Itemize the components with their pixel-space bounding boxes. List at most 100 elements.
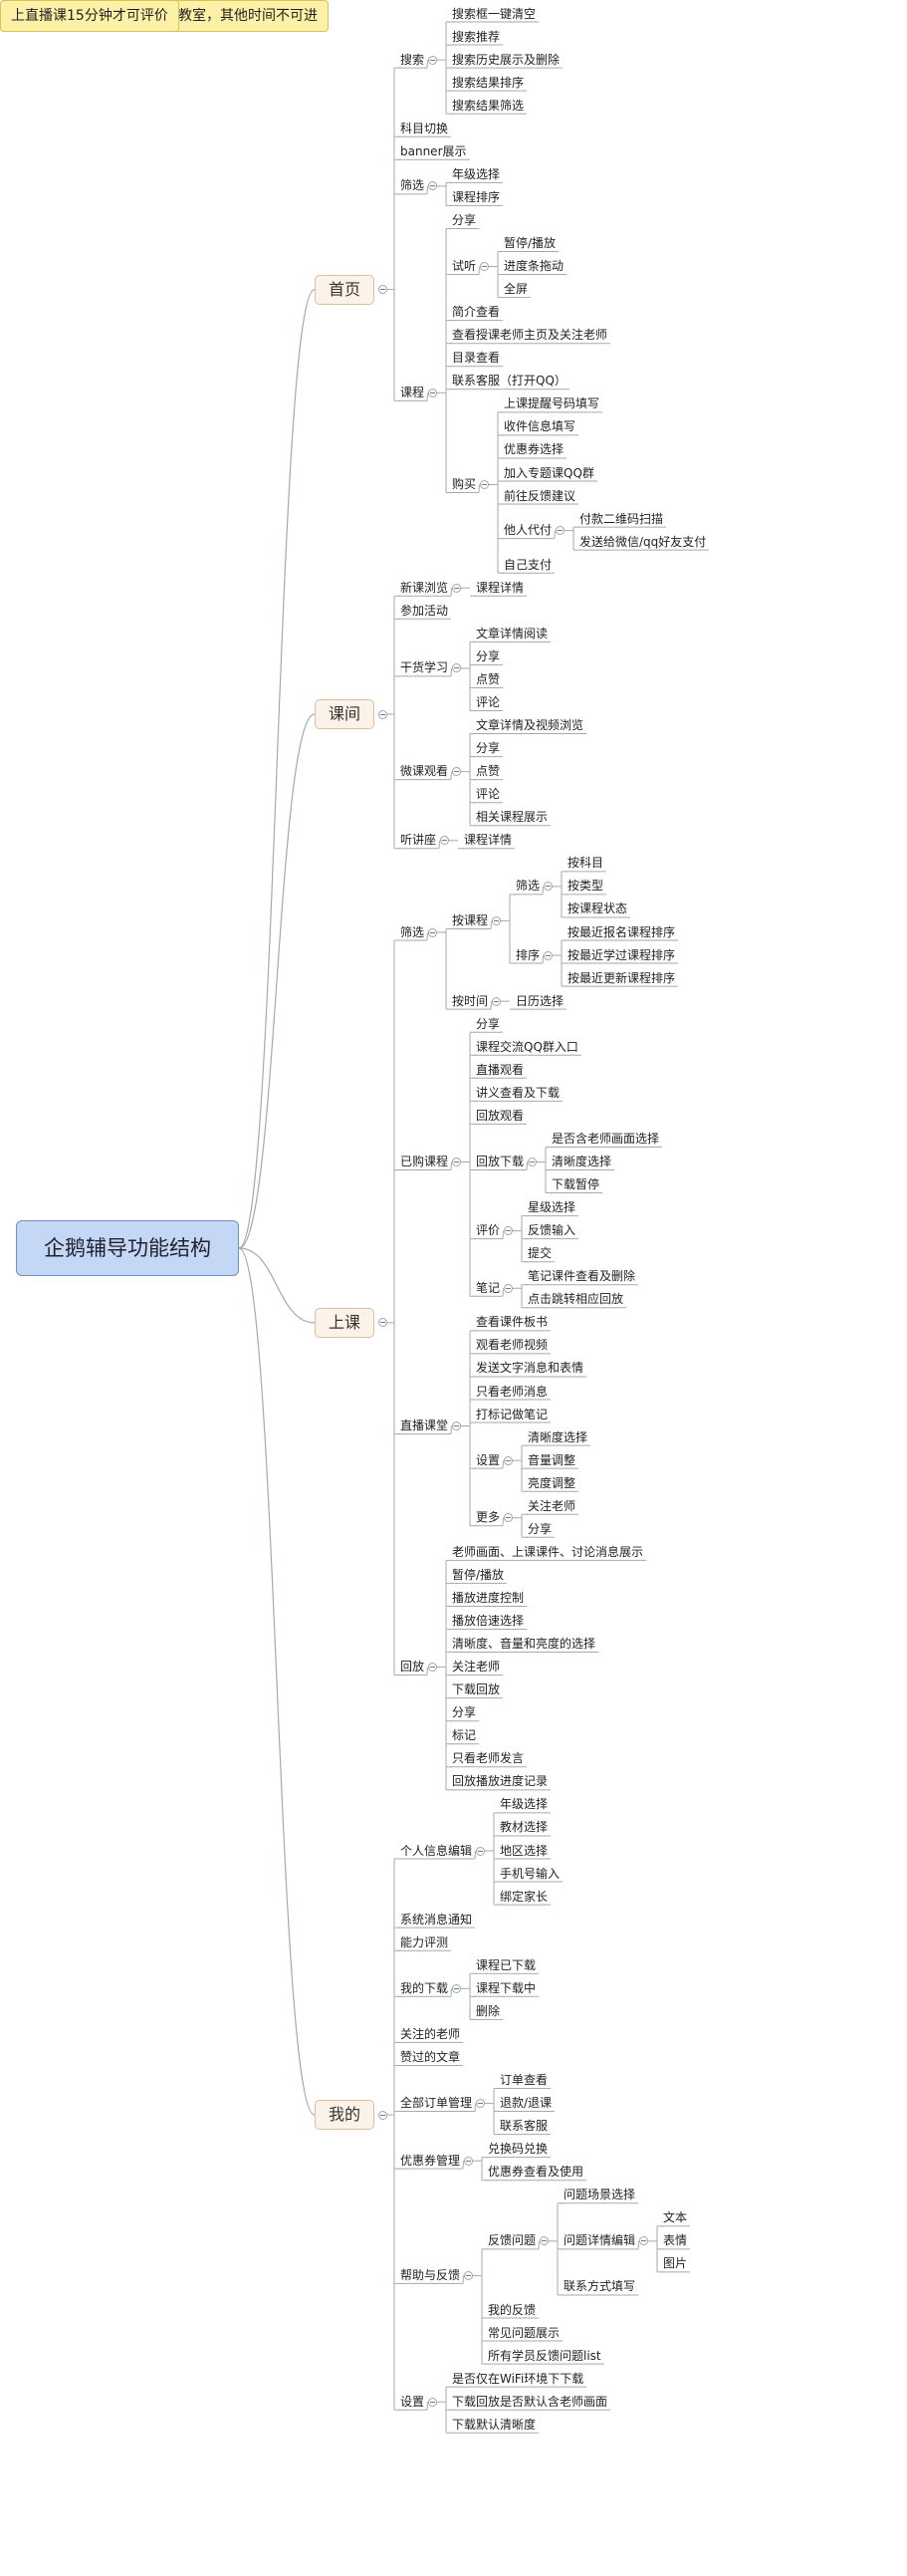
leaf-topic[interactable]: 订单查看 — [500, 2073, 549, 2087]
leaf-topic[interactable]: 兑换码兑换 — [488, 2142, 549, 2157]
leaf-topic[interactable]: 按课程 — [452, 912, 489, 927]
collapse-toggle-icon[interactable] — [451, 663, 461, 673]
collapse-toggle-icon[interactable] — [543, 950, 553, 960]
topic-home[interactable]: 首页 — [315, 274, 375, 305]
subtopic[interactable]: 优惠券管理 — [400, 2153, 461, 2168]
leaf-topic[interactable]: 分享 — [528, 1521, 553, 1536]
leaf-topic[interactable]: 点赞 — [476, 764, 501, 779]
subtopic[interactable]: 系统消息通知 — [400, 1912, 473, 1927]
leaf-topic[interactable]: 分享 — [476, 741, 501, 756]
leaf-topic[interactable]: 优惠券选择 — [504, 442, 565, 457]
leaf-topic[interactable]: 搜索推荐 — [452, 29, 501, 44]
leaf-topic[interactable]: 教材选择 — [500, 1820, 549, 1835]
leaf-topic[interactable]: 文章详情阅读 — [476, 626, 549, 641]
subtopic[interactable]: 个人信息编辑 — [400, 1843, 473, 1858]
subtopic[interactable]: 搜索 — [400, 52, 425, 67]
leaf-topic[interactable]: 查看授课老师主页及关注老师 — [452, 328, 608, 343]
leaf-topic[interactable]: 笔记 — [476, 1280, 501, 1295]
leaf-topic[interactable]: 分享 — [476, 1016, 501, 1031]
subtopic[interactable]: 帮助与反馈 — [400, 2267, 461, 2282]
subtopic[interactable]: 课程 — [400, 385, 425, 399]
leaf-topic[interactable]: 暂停/播放 — [452, 1567, 505, 1582]
leaf-topic[interactable]: 日历选择 — [516, 993, 565, 1008]
leaf-topic[interactable]: 前往反馈建议 — [504, 488, 576, 503]
subtopic[interactable]: 听讲座 — [400, 833, 437, 848]
leaf-topic[interactable]: 标记 — [452, 1728, 477, 1743]
collapse-toggle-icon[interactable] — [638, 2236, 648, 2246]
leaf-topic[interactable]: 进度条拖动 — [504, 259, 565, 274]
collapse-toggle-icon[interactable] — [543, 882, 553, 892]
leaf-topic[interactable]: 课程已下载 — [476, 1957, 537, 1972]
leaf-topic[interactable]: 我的反馈 — [488, 2302, 537, 2317]
leaf-topic[interactable]: 文本 — [663, 2210, 688, 2225]
subtopic[interactable]: 新课浏览 — [400, 580, 449, 595]
leaf-topic[interactable]: 亮度调整 — [528, 1475, 576, 1490]
subtopic[interactable]: 科目切换 — [400, 121, 449, 135]
subtopic[interactable]: 微课观看 — [400, 764, 449, 779]
leaf-topic[interactable]: 提交 — [528, 1246, 553, 1261]
subtopic[interactable]: 参加活动 — [400, 603, 449, 618]
leaf-topic[interactable]: 按时间 — [452, 993, 489, 1008]
leaf-topic[interactable]: 评论 — [476, 695, 501, 709]
collapse-toggle-icon[interactable] — [503, 1226, 513, 1236]
leaf-topic[interactable]: 按类型 — [567, 879, 604, 894]
collapse-toggle-icon[interactable] — [427, 1663, 437, 1673]
leaf-topic[interactable]: 回放播放进度记录 — [452, 1774, 549, 1789]
leaf-topic[interactable]: 按最近学过课程排序 — [567, 947, 676, 962]
leaf-topic[interactable]: 点赞 — [476, 671, 501, 686]
leaf-topic[interactable]: 打标记做笔记 — [476, 1407, 549, 1421]
leaf-topic[interactable]: 他人代付 — [504, 523, 553, 538]
leaf-topic[interactable]: 优惠券查看及使用 — [488, 2165, 584, 2180]
leaf-topic[interactable]: 年级选择 — [500, 1797, 549, 1812]
subtopic[interactable]: 设置 — [400, 2394, 425, 2409]
leaf-topic[interactable]: 问题详情编辑 — [564, 2233, 636, 2248]
collapse-toggle-icon[interactable] — [475, 1846, 485, 1856]
topic-class[interactable]: 上课 — [315, 1307, 375, 1338]
leaf-topic[interactable]: 全屏 — [504, 282, 529, 297]
leaf-topic[interactable]: 搜索结果排序 — [452, 75, 525, 90]
collapse-toggle-icon[interactable] — [427, 2397, 437, 2407]
leaf-topic[interactable]: 反馈输入 — [528, 1223, 576, 1238]
collapse-toggle-icon[interactable] — [451, 1421, 461, 1431]
leaf-topic[interactable]: 星级选择 — [528, 1200, 576, 1215]
collapse-toggle-icon[interactable] — [475, 2099, 485, 2109]
leaf-topic[interactable]: 文章详情及视频浏览 — [476, 718, 584, 733]
leaf-topic[interactable]: 点击跳转相应回放 — [528, 1292, 624, 1307]
collapse-toggle-icon[interactable] — [427, 927, 437, 937]
collapse-toggle-icon[interactable] — [377, 2110, 387, 2120]
leaf-topic[interactable]: 是否仅在WiFi环境下下载 — [452, 2371, 584, 2386]
leaf-topic[interactable]: 加入专题课QQ群 — [504, 465, 594, 480]
leaf-topic[interactable]: 付款二维码扫描 — [579, 511, 664, 526]
leaf-topic[interactable]: 关注老师 — [528, 1498, 576, 1513]
leaf-topic[interactable]: 所有学员反馈问题list — [488, 2348, 601, 2363]
leaf-topic[interactable]: 清晰度、音量和亮度的选择 — [452, 1637, 596, 1652]
leaf-topic[interactable]: 课程下载中 — [476, 1980, 537, 1995]
leaf-topic[interactable]: 笔记课件查看及删除 — [528, 1269, 636, 1284]
leaf-topic[interactable]: 搜索历史展示及删除 — [452, 52, 561, 67]
leaf-topic[interactable]: 购买 — [452, 477, 477, 492]
leaf-topic[interactable]: 暂停/播放 — [504, 236, 557, 250]
leaf-topic[interactable]: 分享 — [452, 212, 477, 227]
leaf-topic[interactable]: 联系客服（打开QQ） — [452, 374, 567, 388]
collapse-toggle-icon[interactable] — [377, 285, 387, 295]
leaf-topic[interactable]: 筛选 — [516, 879, 541, 894]
leaf-topic[interactable]: 按课程状态 — [567, 902, 628, 916]
leaf-topic[interactable]: 目录查看 — [452, 351, 501, 366]
collapse-toggle-icon[interactable] — [491, 915, 501, 925]
leaf-topic[interactable]: 收件信息填写 — [504, 419, 576, 434]
leaf-topic[interactable]: 上课提醒号码填写 — [504, 396, 600, 411]
leaf-topic[interactable]: 关注老师 — [452, 1660, 501, 1674]
collapse-toggle-icon[interactable] — [503, 1283, 513, 1293]
leaf-topic[interactable]: 课程详情 — [464, 833, 513, 848]
leaf-topic[interactable]: 排序 — [516, 947, 541, 962]
leaf-topic[interactable]: 手机号输入 — [500, 1866, 561, 1881]
leaf-topic[interactable]: 退款/退课 — [500, 2096, 553, 2111]
leaf-topic[interactable]: 搜索结果筛选 — [452, 98, 525, 113]
collapse-toggle-icon[interactable] — [479, 262, 489, 272]
leaf-topic[interactable]: 简介查看 — [452, 305, 501, 320]
leaf-topic[interactable]: 评论 — [476, 787, 501, 802]
leaf-topic[interactable]: 下载暂停 — [552, 1177, 600, 1192]
collapse-toggle-icon[interactable] — [377, 709, 387, 719]
collapse-toggle-icon[interactable] — [451, 1983, 461, 1993]
leaf-topic[interactable]: 音量调整 — [528, 1452, 576, 1467]
